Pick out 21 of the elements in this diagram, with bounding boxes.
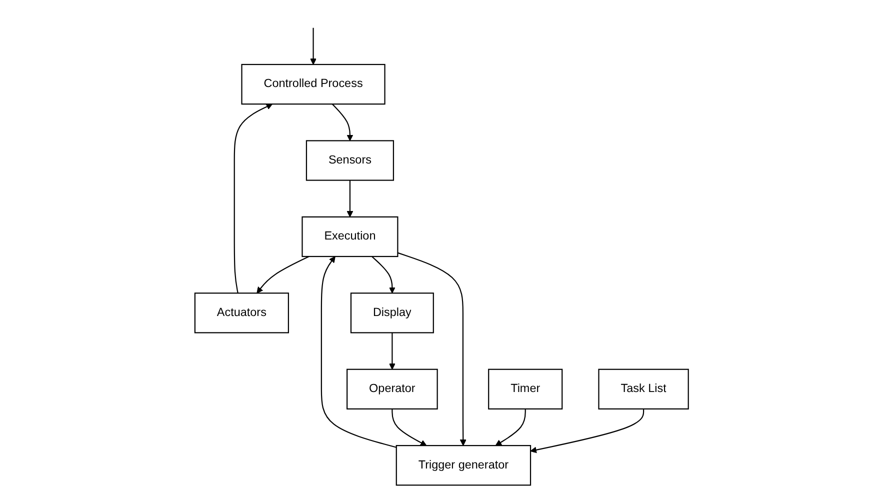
arrow	[397, 252, 466, 446]
node-box: Execution	[302, 216, 398, 258]
arrow	[310, 28, 316, 65]
node-box: Actuators	[194, 292, 289, 334]
arrow	[256, 256, 310, 294]
arrow	[320, 256, 396, 448]
arrow	[332, 104, 354, 141]
arrow	[388, 332, 396, 370]
node-box: Controlled Process	[241, 64, 386, 105]
node-box: Trigger generator	[396, 445, 531, 486]
arrow	[346, 180, 354, 218]
node-box: Sensors	[306, 140, 394, 181]
node-box: Timer	[488, 368, 563, 410]
arrow	[495, 408, 526, 446]
arrow	[234, 104, 272, 294]
node-box: Operator	[346, 368, 438, 410]
arrow	[530, 408, 644, 454]
node-box: Display	[350, 292, 434, 334]
node-box: Task List	[598, 368, 689, 410]
arrow	[371, 256, 396, 294]
arrow	[392, 408, 427, 446]
